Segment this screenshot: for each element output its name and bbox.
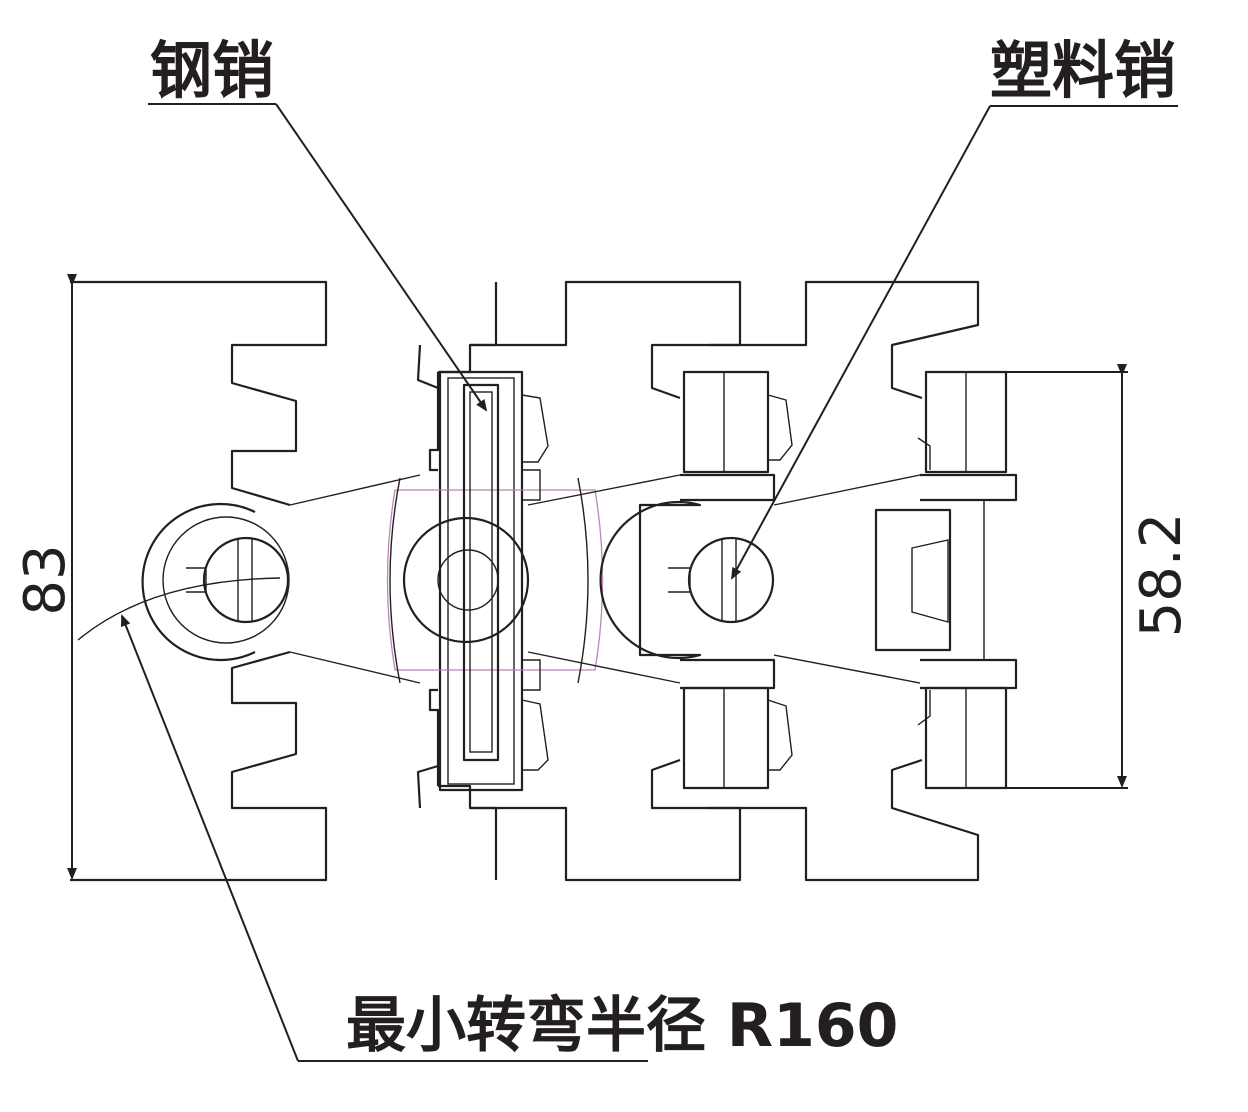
chain-link-3 xyxy=(470,280,921,882)
dimension-58-2-label: 58.2 xyxy=(1129,513,1194,638)
plastic-pin-label: 塑料销 xyxy=(990,34,1176,107)
callout-steel-pin: 钢销 xyxy=(148,34,488,412)
chain-link-1 xyxy=(70,280,421,882)
dimension-overall-width: 83 xyxy=(13,274,78,880)
chain-link-2 xyxy=(386,282,604,880)
callout-plastic-pin: 塑料销 xyxy=(731,34,1178,580)
dimension-pin-span: 58.2 xyxy=(966,364,1194,789)
min-radius-label: 最小转弯半径 R160 xyxy=(346,991,898,1061)
callout-min-radius: 最小转弯半径 R160 xyxy=(121,614,898,1062)
steel-pin-label: 钢销 xyxy=(150,34,274,107)
dimension-83-label: 83 xyxy=(13,544,78,615)
chain-link-4 xyxy=(710,280,1018,882)
